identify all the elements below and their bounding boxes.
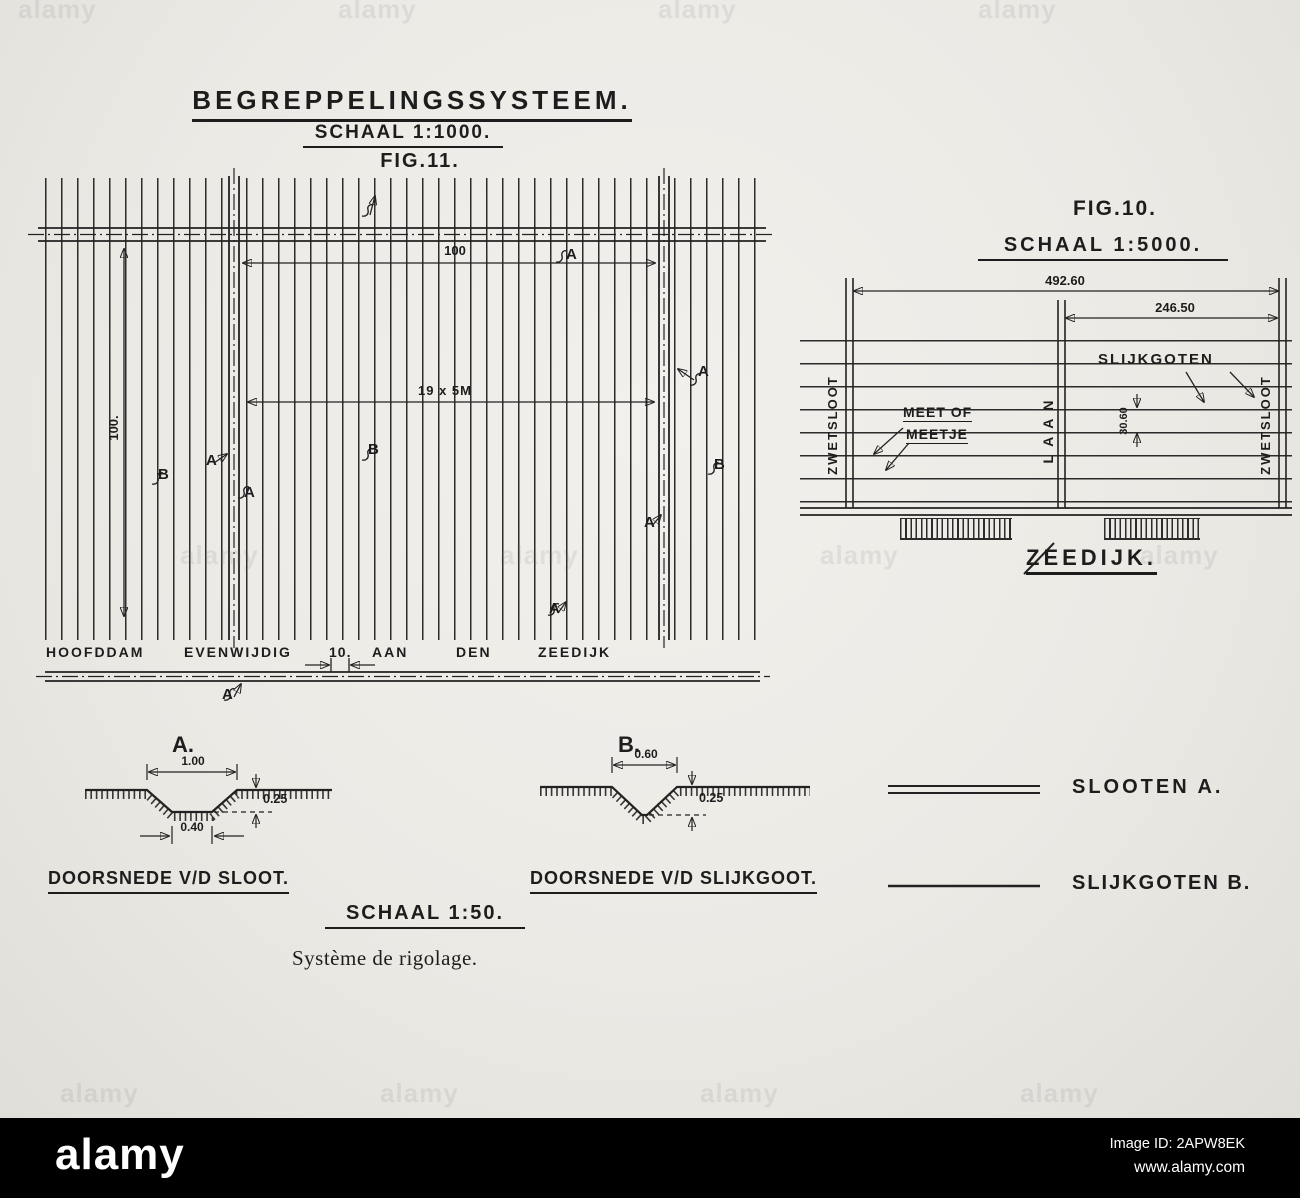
watermark: alamy: [820, 540, 899, 570]
fig10-plot-lines: [800, 340, 1292, 504]
watermark: alamy: [978, 0, 1057, 24]
fig11-dim-100-left: 100.: [106, 415, 121, 441]
section-b-dim-width: 0.60: [634, 747, 658, 761]
fig11-ditch-field-middle: [246, 178, 656, 640]
ditch-label-a: A: [566, 246, 577, 263]
ditch-label-a: A: [698, 363, 709, 380]
fig10-dim-total: 492.60: [1045, 273, 1085, 288]
watermark: alamy: [60, 1078, 139, 1108]
watermark: alamy: [18, 0, 97, 24]
alamy-logo: alamy: [55, 1130, 185, 1179]
section-a-dim-width: 1.00: [181, 754, 205, 768]
watermark: alamy: [500, 540, 579, 570]
zwetsloot-right-label: ZWETSLOOT: [1258, 375, 1273, 475]
zeedijk-hatch-left: [900, 518, 1012, 540]
meetje-label: MEETJE: [906, 426, 969, 445]
zeedijk-hatch-right: [1104, 518, 1200, 540]
zeedijk-label: ZEEDIJK.: [1026, 545, 1158, 576]
evenwijdig-word: EVENWIJDIG: [184, 644, 292, 660]
gutter-label-b: B: [714, 456, 725, 473]
alamy-url-text: www.alamy.com: [1134, 1159, 1245, 1176]
hoofddam-word: HOOFDDAM: [46, 644, 145, 660]
fig10-dim-height: 30.60: [1118, 407, 1130, 435]
zwetsloot-left-label: ZWETSLOOT: [825, 375, 840, 475]
ditch-label-a: A: [222, 686, 233, 703]
gutter-label-b: B: [368, 441, 379, 458]
watermark: alamy: [180, 540, 259, 570]
ditch-label-a: A: [549, 600, 560, 617]
fig11-ditch-field-left: [45, 178, 226, 640]
scale-50-label: SCHAAL 1:50.: [325, 902, 525, 929]
watermark: alamy: [380, 1078, 459, 1108]
stock-photo-banner: alamy Image ID: 2APW8EK www.alamy.com: [0, 1118, 1300, 1198]
legend-slijkgoten-b: SLIJKGOTEN B.: [1072, 872, 1252, 894]
banner-meta: Image ID: 2APW8EK www.alamy.com: [1110, 1136, 1245, 1177]
legend-slooten-a: SLOOTEN A.: [1072, 776, 1224, 798]
section-a-caption: DOORSNEDE V/D SLOOT.: [48, 868, 290, 894]
watermark: alamy: [658, 0, 737, 24]
watermark: alamy: [700, 1078, 779, 1108]
fig11-dim-100-top: 100: [444, 243, 466, 258]
gutter-label-b: B: [158, 466, 169, 483]
image-id-text: Image ID: 2APW8EK: [1109, 1136, 1245, 1152]
watermark: alamy: [1020, 1078, 1099, 1108]
section-a-dim-bottom: 0.40: [180, 820, 204, 834]
section-b-caption: DOORSNEDE V/D SLIJKGOOT.: [530, 868, 818, 894]
main-title: BEGREPPELINGSSYSTEEM.: [192, 85, 632, 122]
dim-10-word: 10.: [329, 644, 352, 660]
section-b-title: B.: [618, 732, 640, 757]
section-b-dim-depth: 0.25: [699, 791, 724, 805]
fig11-label: FIG.11.: [380, 150, 460, 172]
ditch-label-a: A: [244, 484, 255, 501]
section-a-title: A.: [172, 732, 194, 757]
fig11-ditch-field-right: [674, 178, 760, 640]
fig10-label: FIG.10.: [1072, 197, 1158, 220]
fig10-scale-label: SCHAAL 1:5000.: [978, 234, 1228, 261]
ditch-label-a: A: [644, 514, 655, 531]
fig10-dim-right: 246.50: [1155, 300, 1195, 315]
ditch-label-a: A: [206, 452, 217, 469]
meet-of-label: MEET OF: [903, 404, 973, 423]
aan-word: AAN: [372, 644, 409, 660]
watermark: alamy: [338, 0, 417, 24]
french-caption: Système de rigolage.: [292, 946, 478, 970]
slijkgoten-label: SLIJKGOTEN: [1098, 351, 1214, 368]
fig11-scale-label: SCHAAL 1:1000.: [303, 122, 503, 148]
watermark: alamy: [1140, 540, 1219, 570]
section-a-dim-depth: 0.25: [263, 792, 288, 806]
zeedijk-word: ZEEDIJK: [538, 644, 612, 660]
fig11-dim-19x5m: 19 x 5M: [418, 383, 472, 398]
laan-label: LAAN: [1040, 392, 1056, 464]
den-word: DEN: [456, 644, 492, 660]
